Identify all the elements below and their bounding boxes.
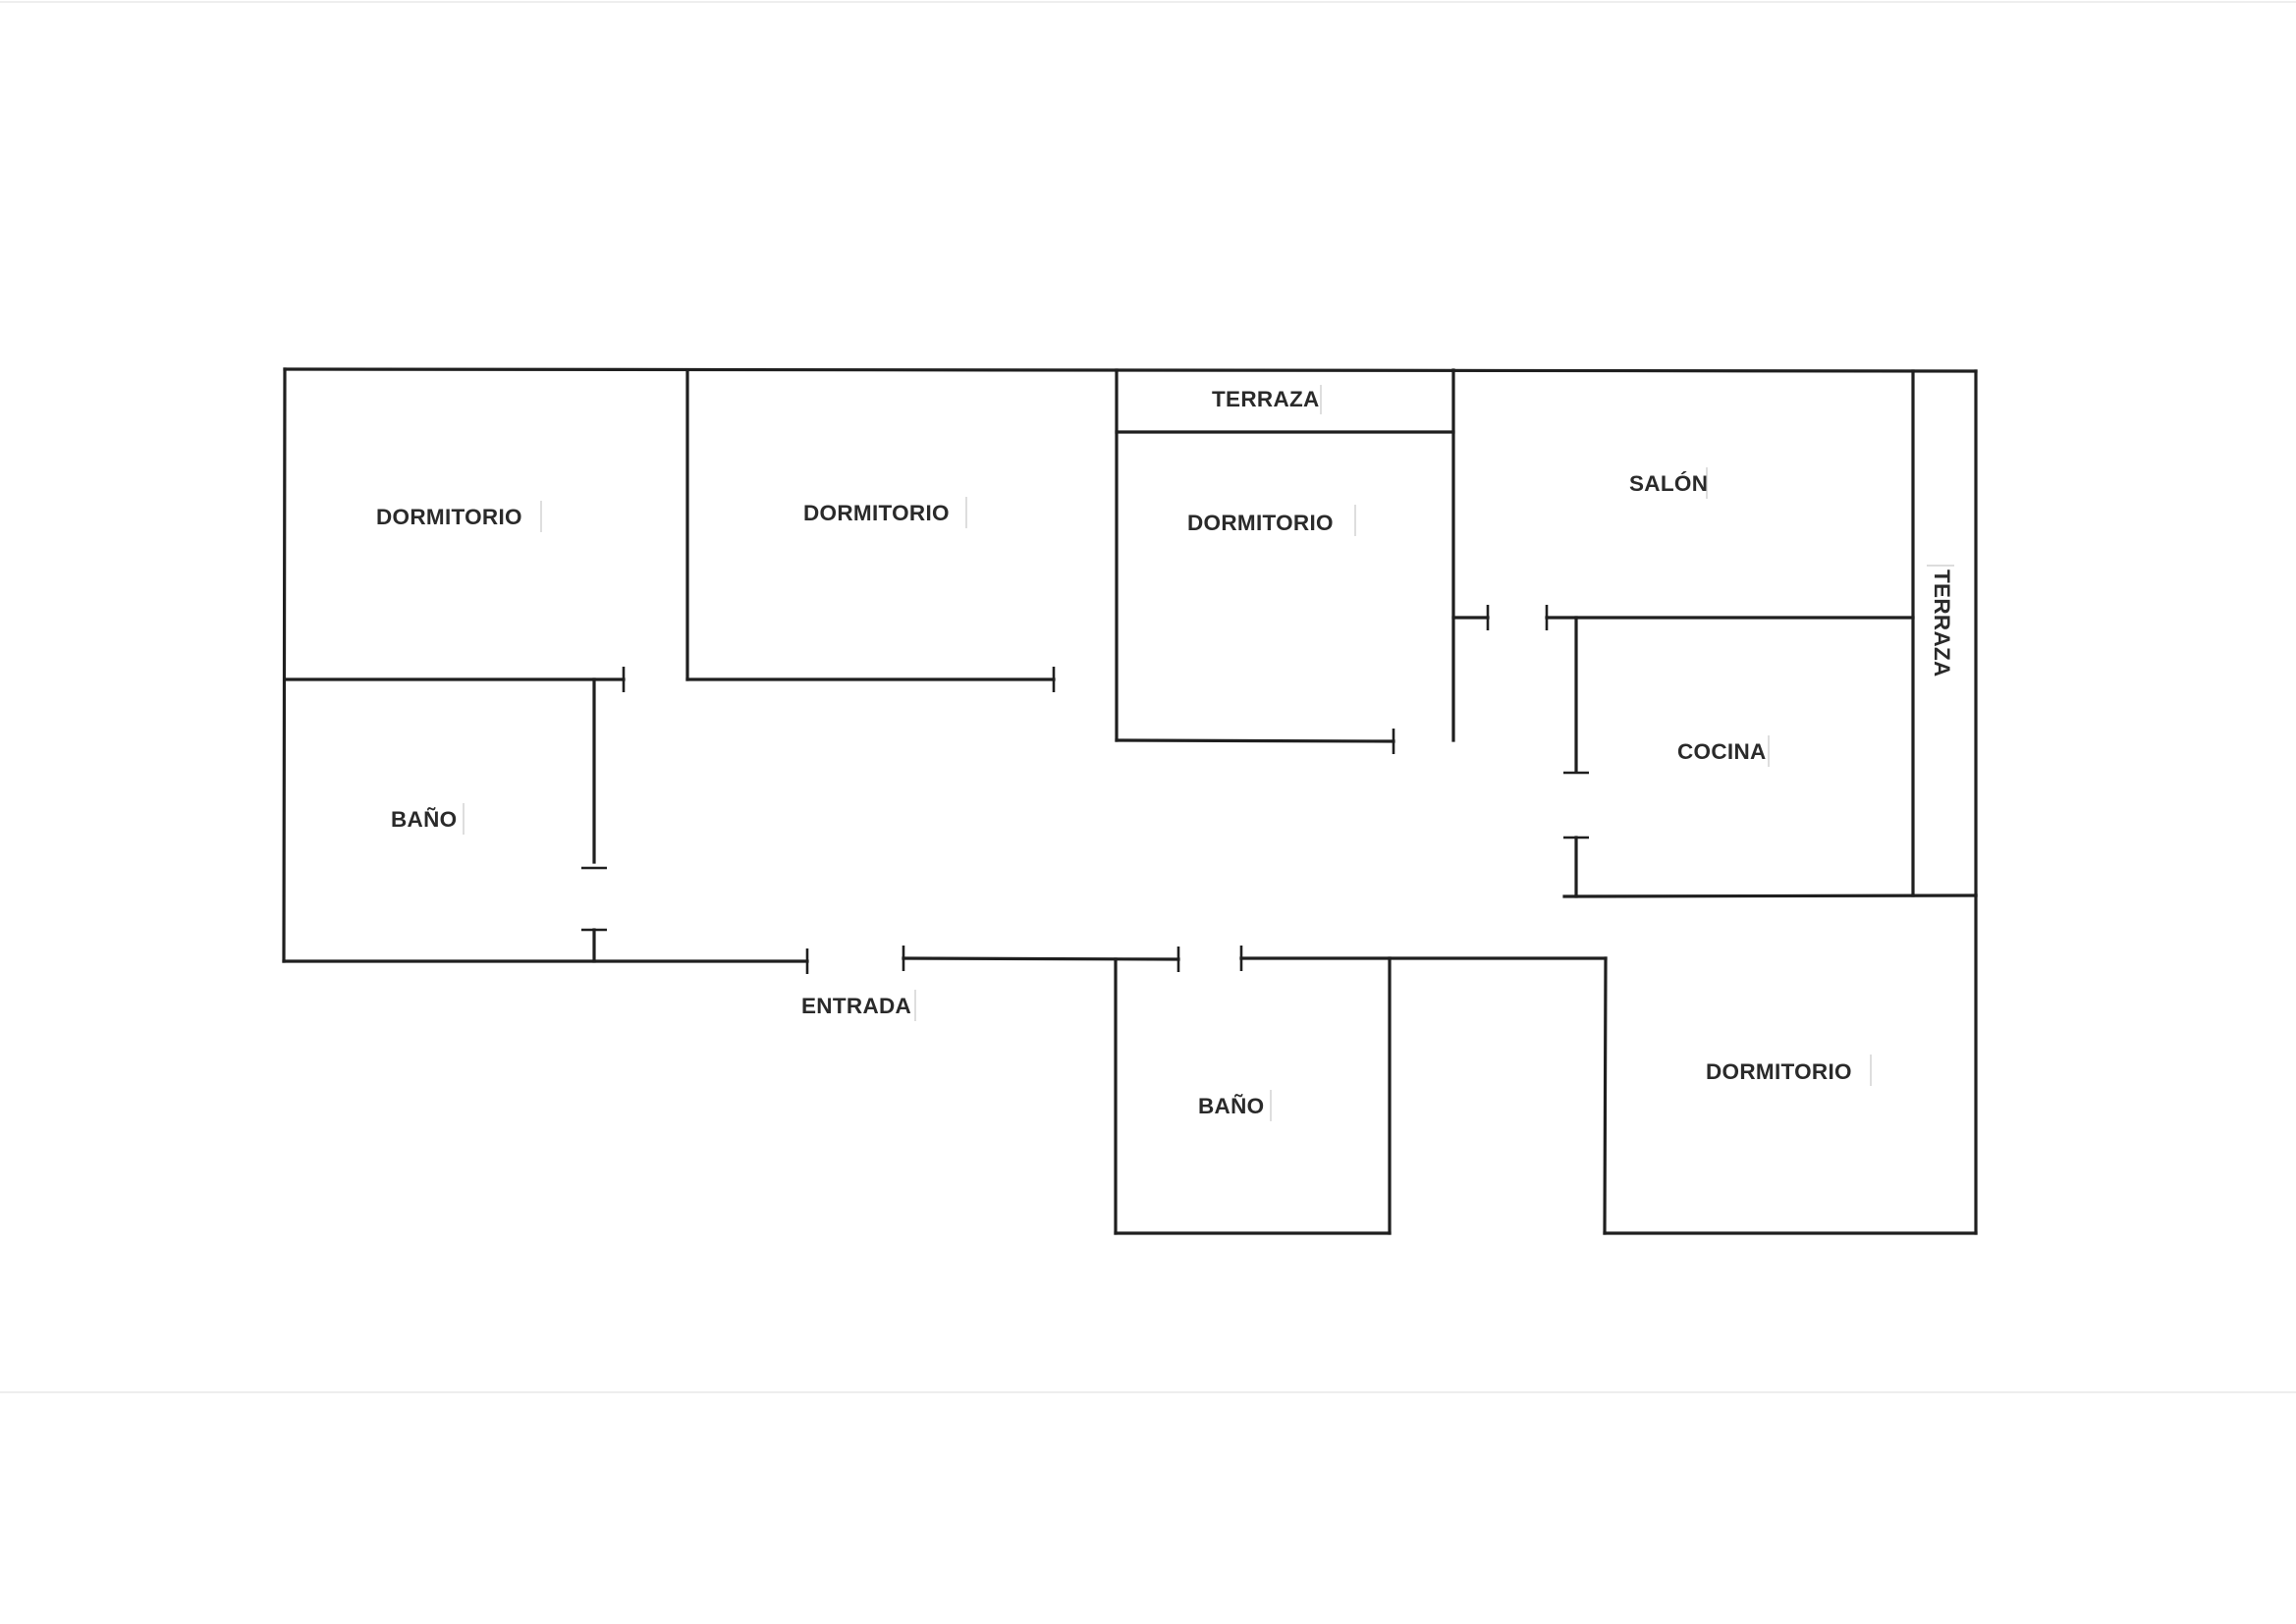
room-label-cocina: COCINA [1677,739,1767,764]
room-label-dormitorio: DORMITORIO [1706,1059,1852,1084]
room-labels: DORMITORIO DORMITORIO TERRAZA DORMITORIO… [376,385,1954,1121]
room-label-dormitorio: DORMITORIO [376,505,522,529]
walls [282,367,1978,1235]
room-label-bano: BAÑO [1198,1094,1264,1118]
room-label-entrada: ENTRADA [801,994,911,1018]
wall-left [282,367,287,963]
wall-top [283,367,1978,373]
room-label-dormitorio: DORMITORIO [803,501,950,525]
door-jambs [581,605,1589,974]
room-label-dormitorio: DORMITORIO [1187,511,1334,535]
dorm4-wall-left [1603,956,1608,1235]
room-label-bano: BAÑO [391,807,457,832]
room-label-terraza-side: TERRAZA [1930,569,1954,677]
room-label-salon: SALÓN [1629,471,1708,496]
dorm3-wall-bottom [1115,738,1395,743]
kitchen-wall-bottom [1562,893,1978,898]
wall-bottom-center [902,956,1180,961]
room-label-terraza: TERRAZA [1212,387,1320,411]
